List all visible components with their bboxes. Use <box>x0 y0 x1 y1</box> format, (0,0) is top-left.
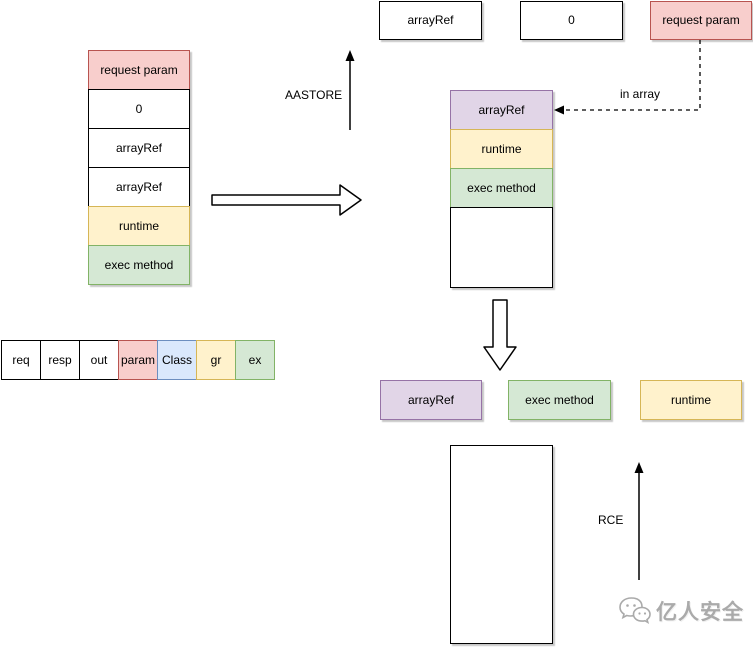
in-array-label: in array <box>618 87 663 101</box>
stack-cell-runtime: runtime <box>88 206 190 246</box>
aastore-up-arrow <box>345 50 355 130</box>
flow-down-arrow <box>483 299 517 371</box>
top-zero-box: 0 <box>520 1 623 40</box>
top-arrayref-box: arrayRef <box>379 1 482 40</box>
legend-class: Class <box>157 340 197 380</box>
watermark-text: 亿人安全 <box>656 601 744 624</box>
legend-param: param <box>118 340 158 380</box>
middle-cell-exec-method: exec method <box>450 168 553 208</box>
in-array-dashed-connector <box>554 40 701 115</box>
legend-row: req resp out param Class gr ex <box>1 340 275 380</box>
rce-label: RCE <box>596 513 626 527</box>
wechat-icon <box>618 595 652 627</box>
middle-cell-runtime: runtime <box>450 129 553 169</box>
bottom-exec-method-box: exec method <box>508 380 611 420</box>
legend-req: req <box>1 340 41 380</box>
middle-cell-empty <box>450 207 553 288</box>
transform-right-arrow <box>211 184 362 216</box>
stack-cell-exec-method: exec method <box>88 245 190 285</box>
stack-cell-arrayref-2: arrayRef <box>88 167 190 207</box>
bottom-arrayref-box: arrayRef <box>380 380 482 420</box>
stack-cell-arrayref-1: arrayRef <box>88 128 190 168</box>
stack-cell-zero: 0 <box>88 89 190 129</box>
bottom-runtime-box: runtime <box>640 380 742 420</box>
middle-cell-arrayref: arrayRef <box>450 90 553 130</box>
left-operand-stack: request param 0 arrayRef arrayRef runtim… <box>88 50 190 285</box>
top-request-param-box: request param <box>650 1 752 40</box>
stack-cell-request-param: request param <box>88 50 190 90</box>
middle-stack: arrayRef runtime exec method <box>450 90 553 288</box>
legend-ex: ex <box>235 340 275 380</box>
aastore-label: AASTORE <box>283 88 345 102</box>
legend-gr: gr <box>196 340 236 380</box>
rce-up-arrow <box>634 462 644 580</box>
empty-frame-box <box>450 445 553 644</box>
watermark: 亿人安全 <box>618 595 744 627</box>
legend-out: out <box>79 340 119 380</box>
legend-resp: resp <box>40 340 80 380</box>
